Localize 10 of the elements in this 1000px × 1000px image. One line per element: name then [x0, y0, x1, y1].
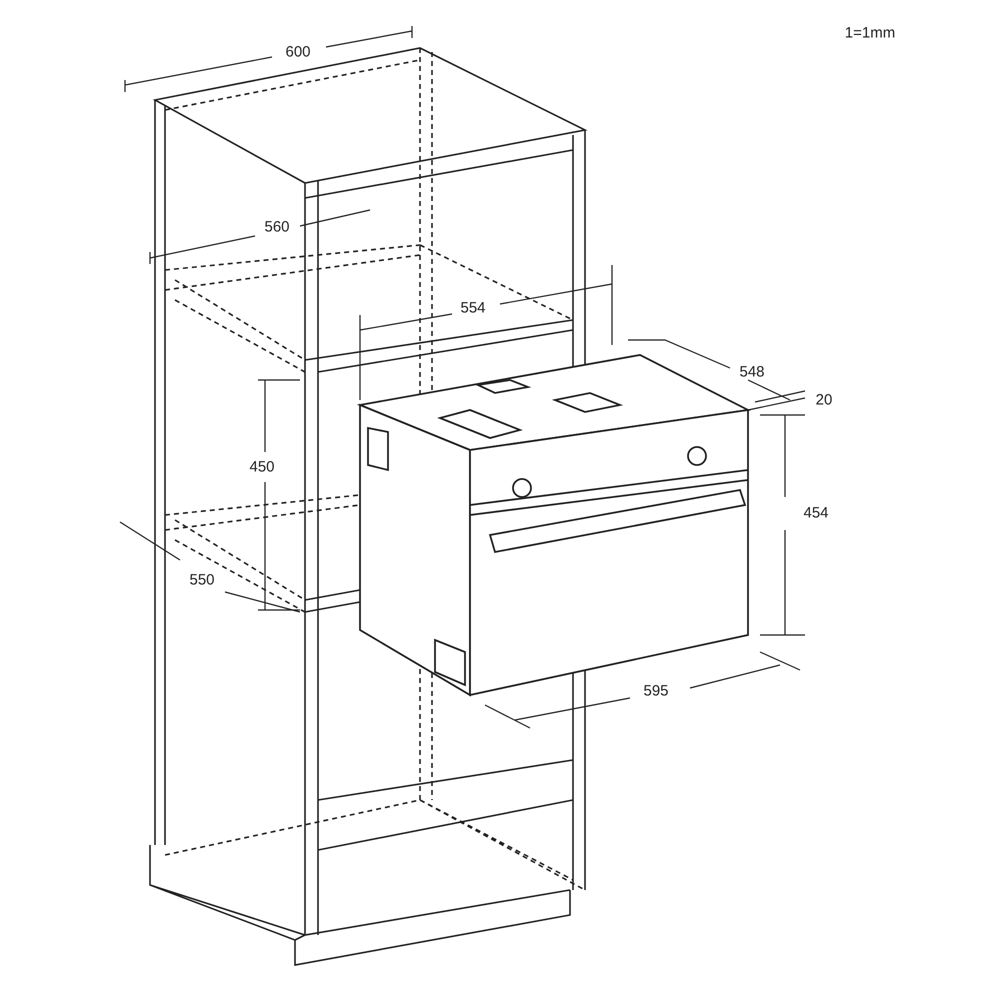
dimension-label: 450: [249, 460, 275, 474]
dimension-label: 548: [739, 364, 765, 380]
dimension-label: 20: [816, 392, 832, 408]
dimension-label: 554: [460, 300, 486, 316]
dimension-label: 600: [285, 44, 311, 60]
dimension-label: 454: [803, 506, 829, 520]
dimension-label: 550: [189, 572, 215, 588]
scale-note: 1=1mm: [844, 26, 896, 40]
dimension-label: 595: [643, 684, 669, 698]
dimension-label: 560: [264, 220, 290, 234]
